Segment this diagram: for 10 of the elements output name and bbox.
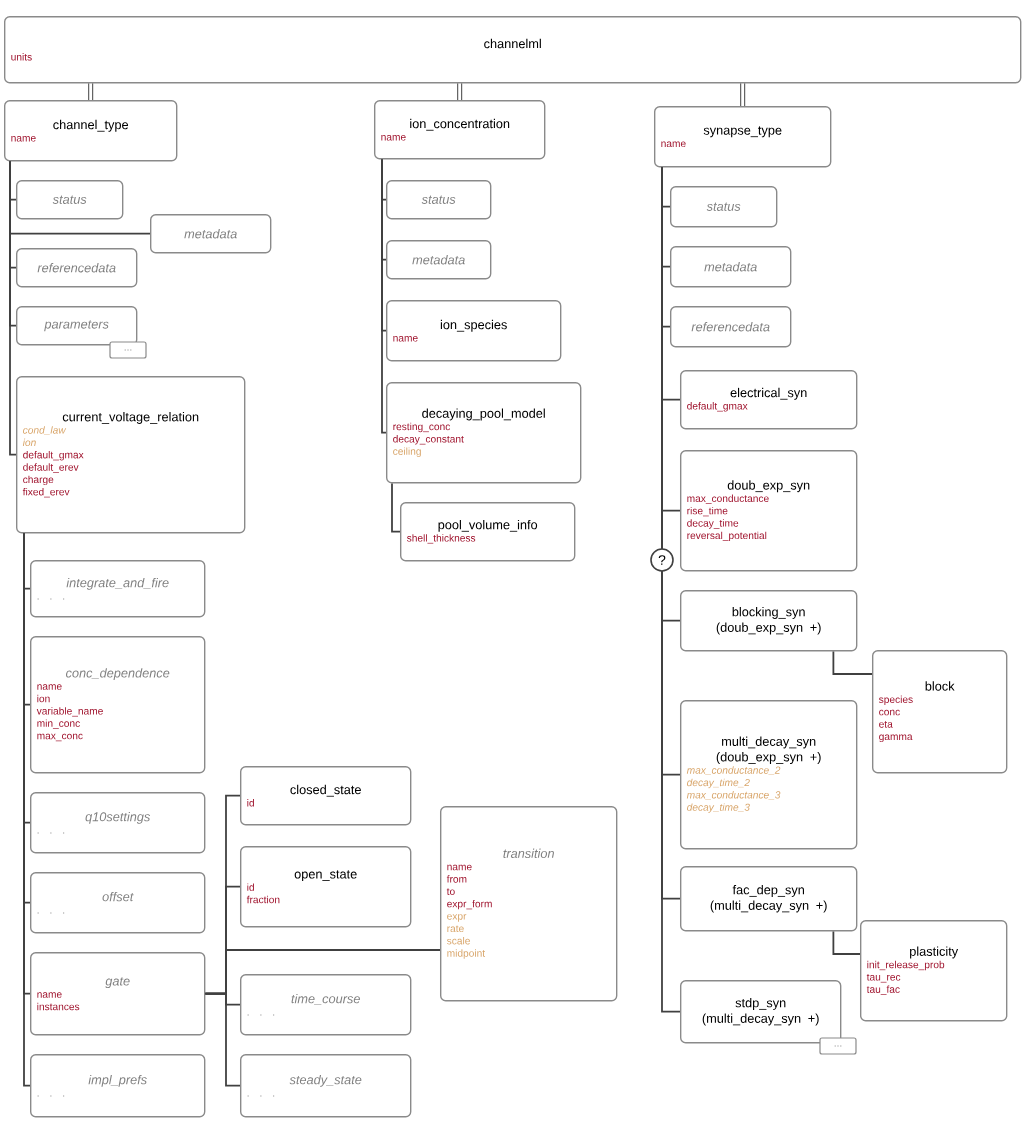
connector-line xyxy=(23,532,31,1087)
connector-line xyxy=(381,158,387,434)
connector-line xyxy=(457,83,463,100)
connector-line xyxy=(832,650,873,675)
connector-line xyxy=(740,83,746,106)
connector-line xyxy=(9,160,17,456)
connector-line xyxy=(204,992,241,1087)
connector-line xyxy=(88,83,94,100)
connector-line xyxy=(832,930,861,955)
connector-line xyxy=(391,482,401,533)
